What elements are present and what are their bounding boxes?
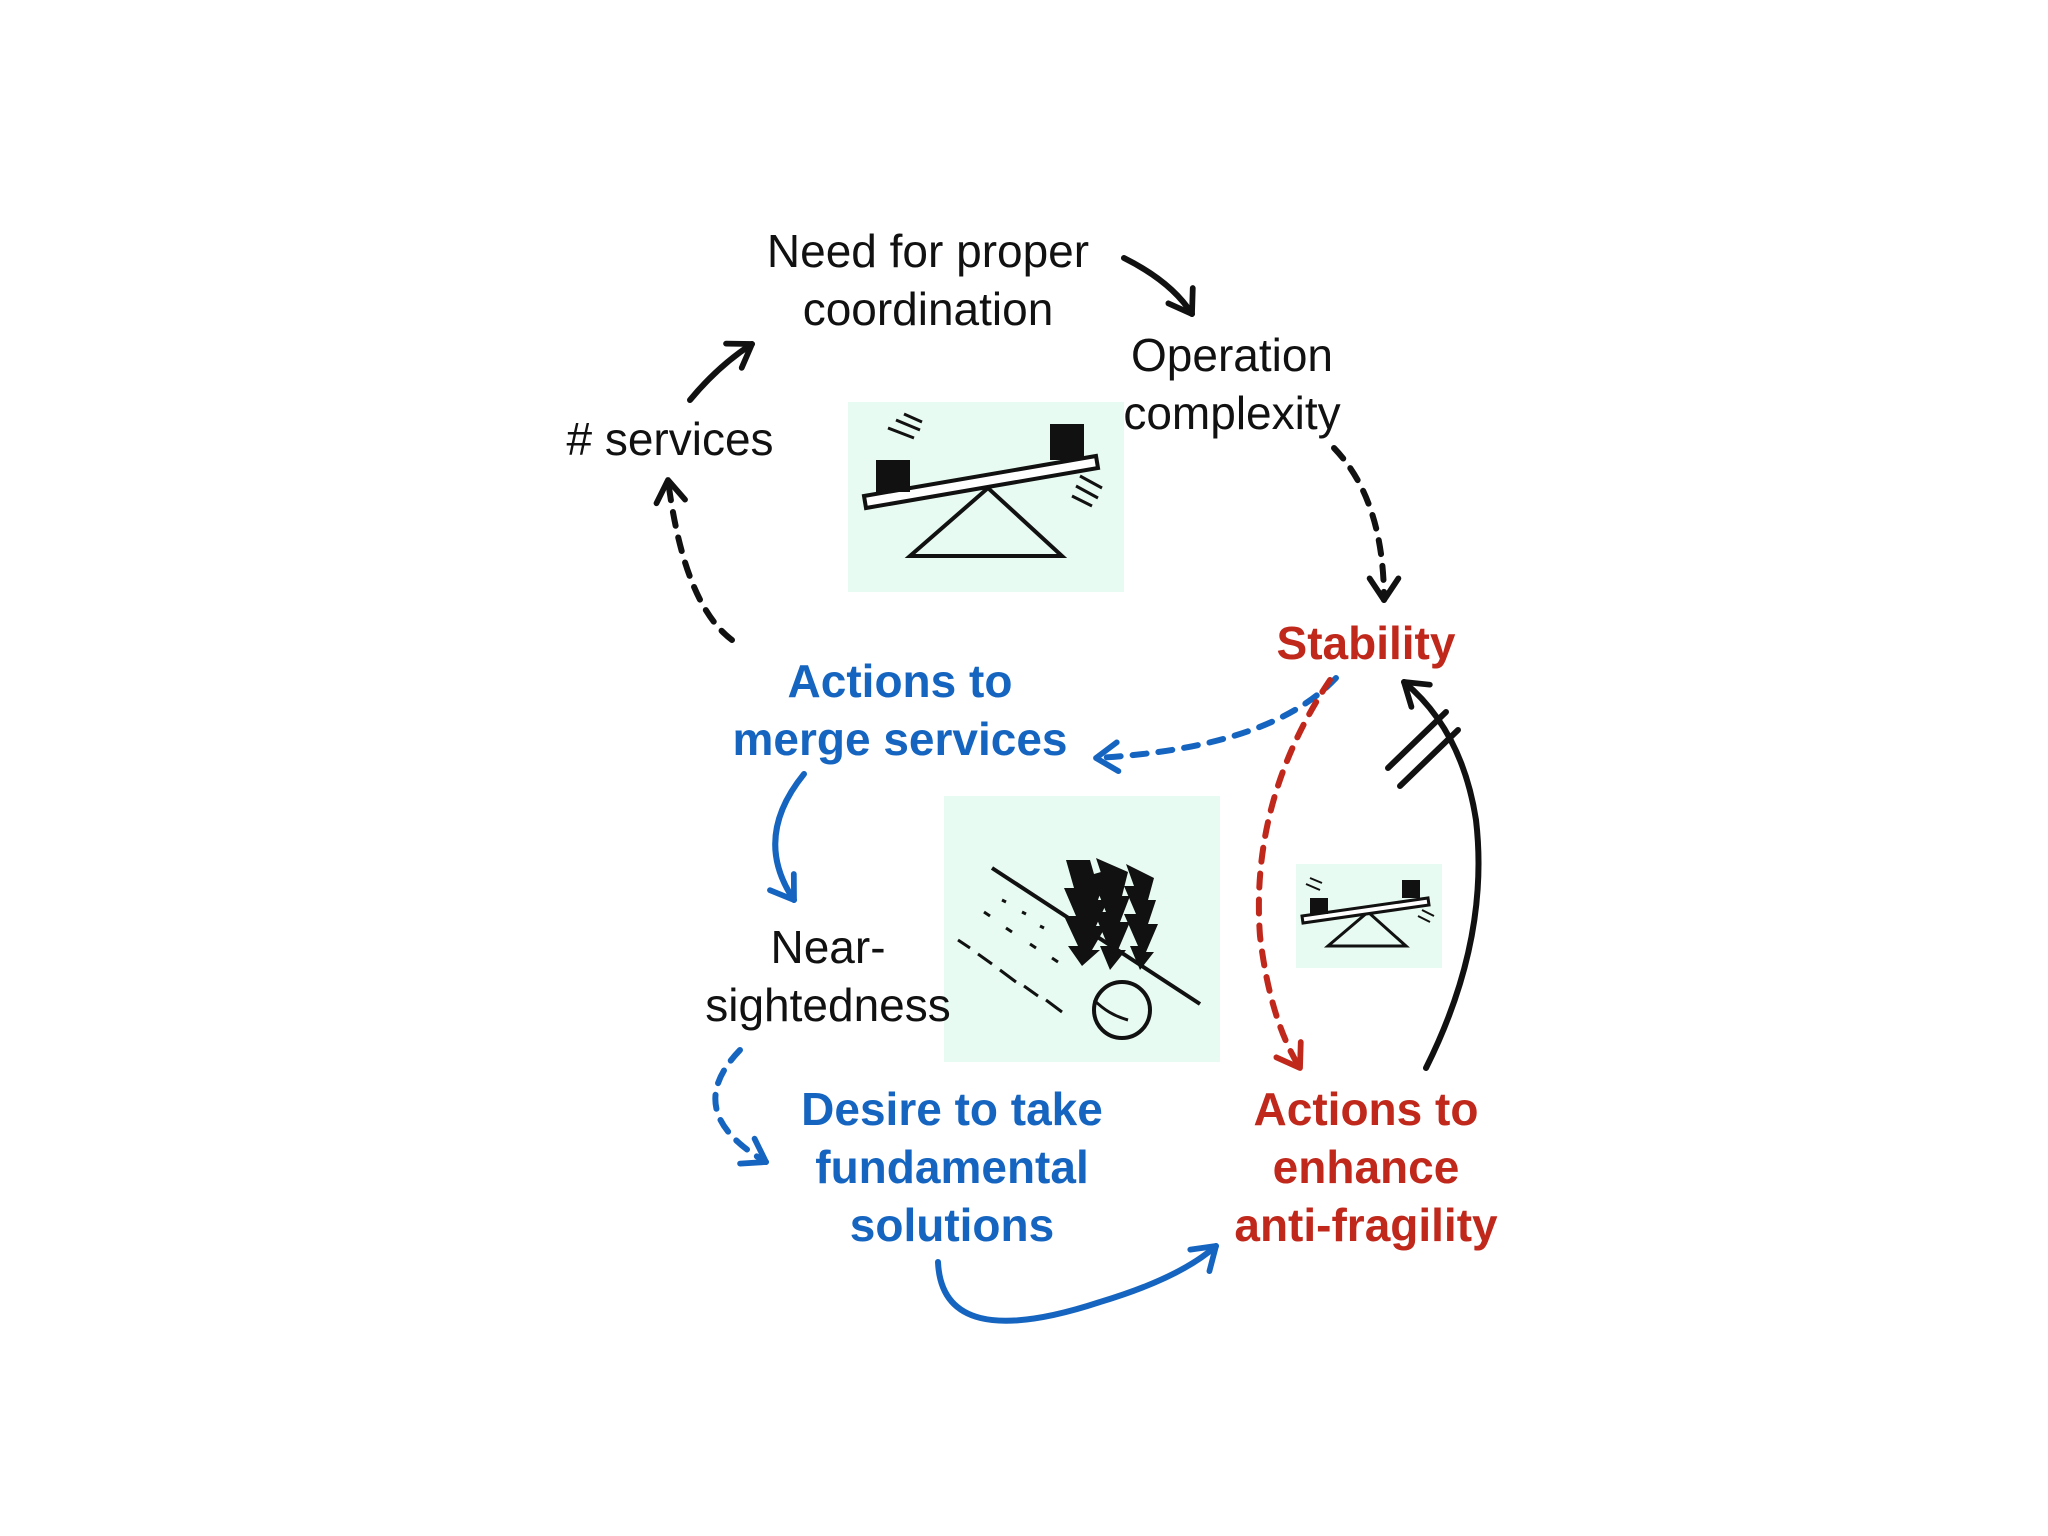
node-desire-fundamental-solutions: Desire to take fundamental solutions [801,1083,1103,1251]
arrow-services-to-coordination [687,340,755,403]
arrow-stability-to-merge [1093,675,1339,775]
rolling-ball-slope-icon [944,796,1220,1062]
node-services-count: # services [566,413,774,465]
arrow-nearsightedness-to-desire [712,1047,769,1167]
arrow-merge-to-nearsightedness [767,771,807,903]
node-actions-enhance-anti-fragility: Actions to enhance anti-fragility [1234,1083,1498,1251]
node-need-for-coordination: Need for proper coordination [766,225,1090,335]
arrow-merge-to-services [653,477,735,643]
arrow-stability-to-antifragility [1255,677,1333,1071]
node-stability: Stability [1276,617,1456,669]
node-near-sightedness: Near- sightedness [705,921,951,1031]
small-seesaw-icon [1296,864,1442,968]
arrow-coordination-to-complexity [1121,255,1196,317]
arrow-complexity-to-stability [1331,445,1402,603]
delay-marks [1385,709,1461,789]
node-operation-complexity: Operation complexity [1123,329,1341,439]
node-actions-merge-services: Actions to merge services [732,655,1068,765]
arrow-desire-to-antifragility [935,1243,1219,1324]
seesaw-icon [848,402,1124,592]
